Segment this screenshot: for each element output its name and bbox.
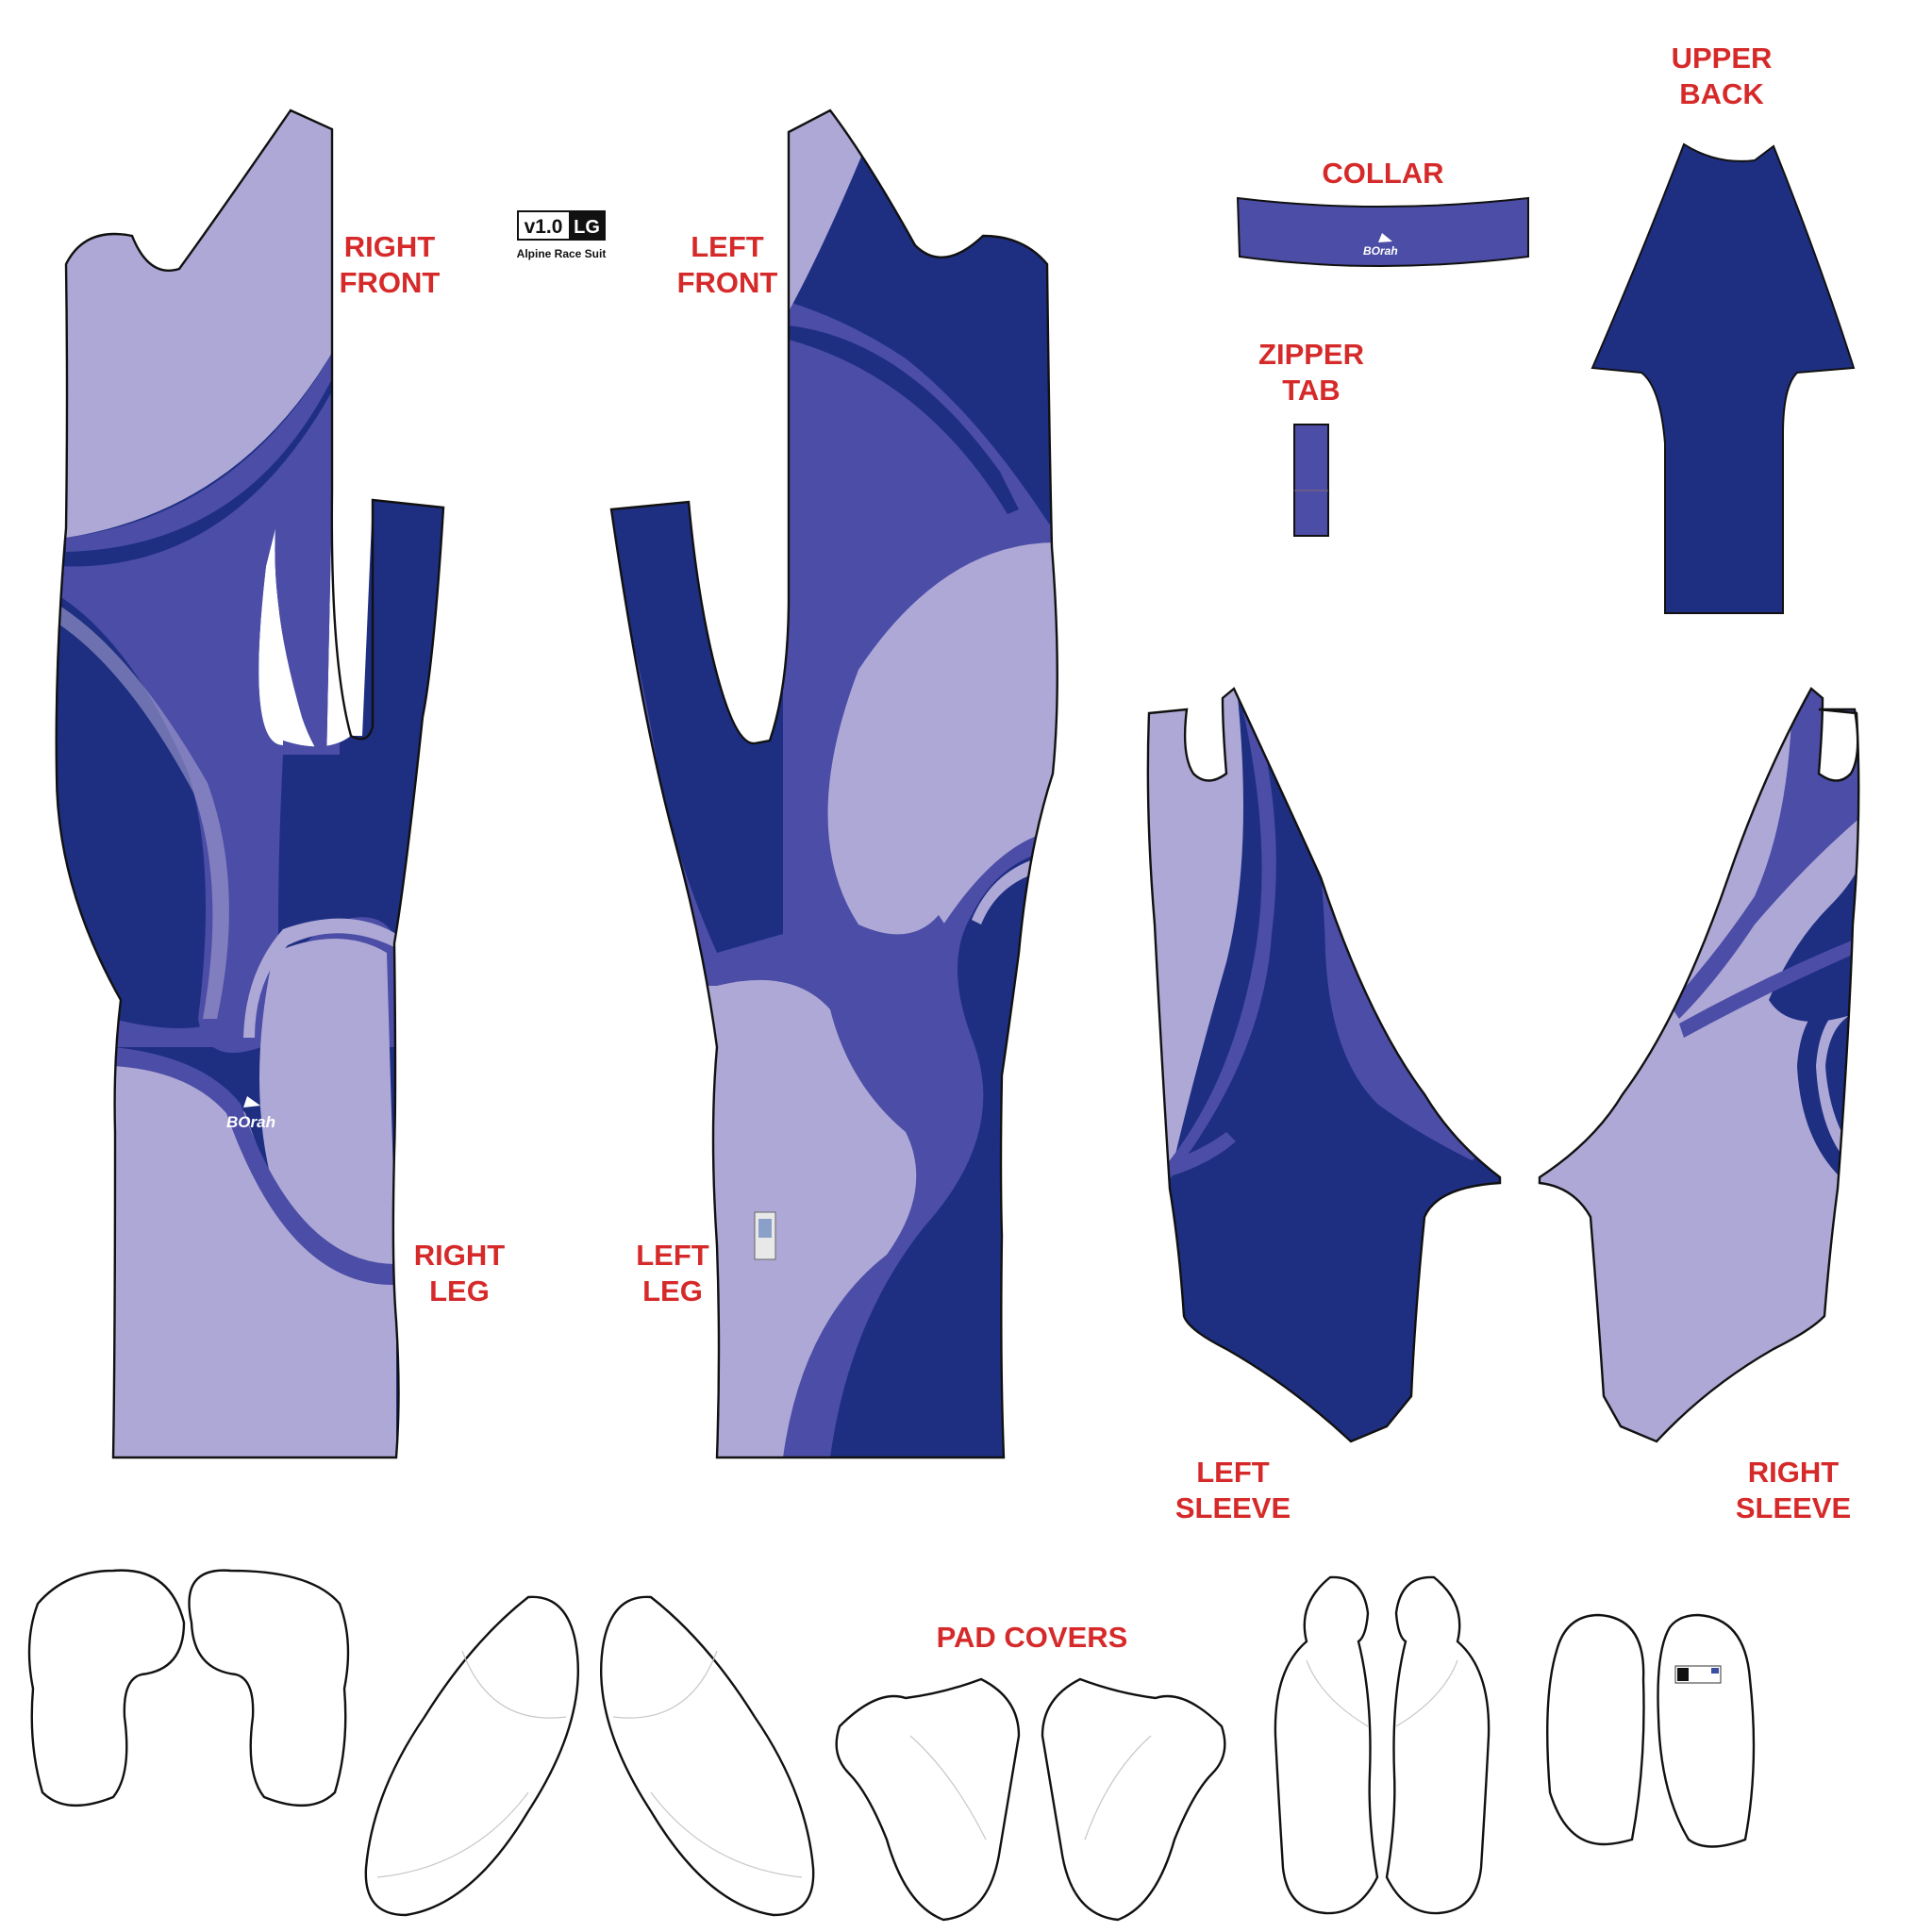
pad-cover-7 [1274,1575,1379,1915]
collar-panel: BOrah [1236,196,1529,267]
label-upper-back: UPPER BACK [1672,42,1773,110]
pad-cover-6 [1041,1677,1226,1922]
pad-cover-4 [600,1595,815,1917]
svg-text:BACK: BACK [1679,77,1764,110]
svg-text:PAD COVERS: PAD COVERS [937,1621,1128,1654]
svg-text:SLEEVE: SLEEVE [1736,1491,1851,1524]
pad-cover-3 [364,1595,579,1917]
pad-cover-10 [1657,1613,1756,1848]
svg-text:RIGHT: RIGHT [1748,1456,1840,1489]
label-pad-covers: PAD COVERS [937,1621,1128,1654]
svg-text:LEG: LEG [642,1274,703,1307]
svg-text:RIGHT: RIGHT [414,1239,506,1272]
pad-cover-9 [1546,1613,1645,1846]
label-right-sleeve: RIGHT SLEEVE [1736,1456,1851,1524]
pad-cover-8 [1385,1575,1491,1915]
label-left-sleeve: LEFT SLEEVE [1175,1456,1291,1524]
pad-cover-1 [27,1569,186,1807]
label-zipper-tab: ZIPPER TAB [1258,338,1364,407]
size-tag [754,1211,776,1260]
version-size: LG [574,217,600,238]
right-sleeve-panel [1538,687,1860,1443]
right-front-panel: BOrah [55,108,445,1459]
version-subtitle: Alpine Race Suit [517,247,607,260]
svg-text:UPPER: UPPER [1672,42,1773,75]
brand-logo: BOrah [226,1096,275,1131]
svg-text:LEFT: LEFT [1196,1456,1270,1489]
label-left-front: LEFT FRONT [677,230,778,299]
svg-text:LEG: LEG [429,1274,490,1307]
label-collar: COLLAR [1322,157,1443,190]
svg-text:ZIPPER: ZIPPER [1258,338,1364,371]
svg-text:BOrah: BOrah [1363,244,1398,258]
pad-cover-5 [835,1677,1021,1922]
upper-back-panel [1591,142,1856,614]
svg-text:FRONT: FRONT [677,266,778,299]
svg-text:FRONT: FRONT [340,266,441,299]
label-right-front: RIGHT FRONT [340,230,441,299]
svg-text:BOrah: BOrah [226,1113,275,1131]
zipper-tab-panel [1293,424,1329,537]
version-badge: v1.0 LG Alpine Race Suit [517,210,607,260]
svg-text:LEFT: LEFT [636,1239,709,1272]
left-sleeve-panel [1146,687,1502,1443]
label-left-leg: LEFT LEG [636,1239,709,1307]
svg-text:RIGHT: RIGHT [344,230,436,263]
label-right-leg: RIGHT LEG [414,1239,506,1307]
version-number: v1.0 [525,216,563,238]
svg-text:COLLAR: COLLAR [1322,157,1443,190]
pad-covers [27,1569,1756,1922]
svg-text:TAB: TAB [1282,374,1340,407]
pad-cover-2 [188,1569,350,1807]
svg-text:SLEEVE: SLEEVE [1175,1491,1291,1524]
svg-text:LEFT: LEFT [691,230,764,263]
